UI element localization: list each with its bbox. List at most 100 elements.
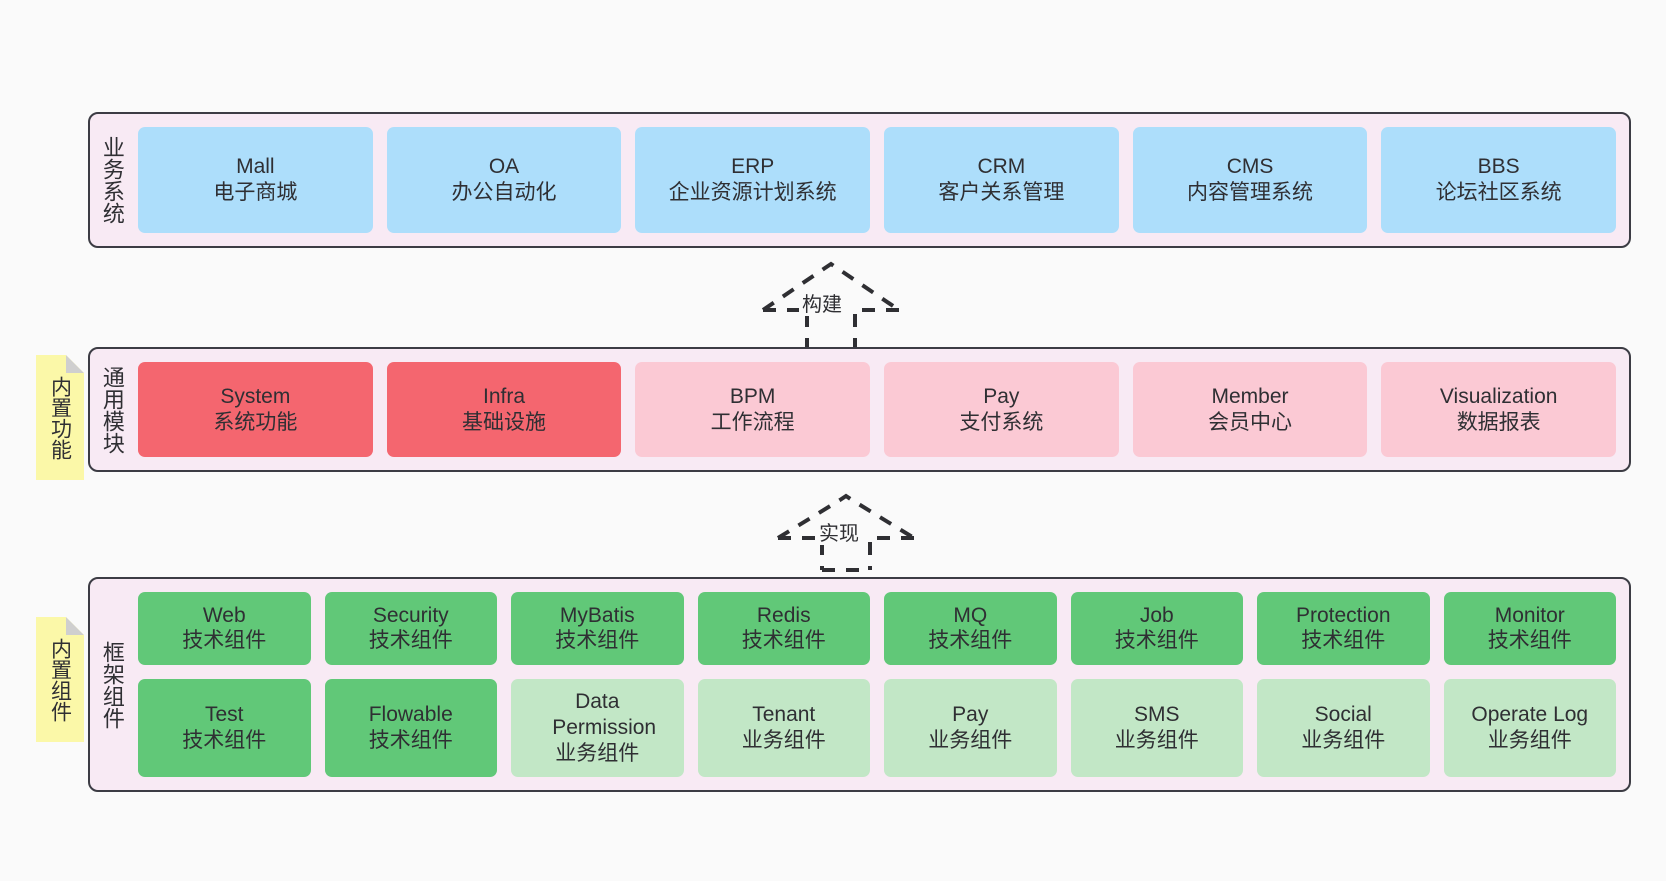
module-card-system[interactable]: System 系统功能 bbox=[138, 362, 373, 457]
module-subtitle: 客户关系管理 bbox=[938, 181, 1065, 204]
note-fold-corner-icon bbox=[66, 355, 84, 373]
component-card-security[interactable]: Security 技术组件 bbox=[324, 592, 497, 665]
layer-label-common-module: 通用模块 bbox=[99, 365, 125, 454]
layer-body-business-system: Mall 电子商城 OA 办公自动化 ERP 企业资源计划系统 CRM 客户关系… bbox=[134, 114, 1629, 246]
component-name: Tenant bbox=[752, 703, 816, 727]
module-name: Pay bbox=[983, 384, 1020, 408]
component-card-data-permission[interactable]: Data Permission 业务组件 bbox=[511, 678, 684, 778]
module-subtitle: 支付系统 bbox=[959, 410, 1044, 434]
component-name: Monitor bbox=[1494, 603, 1565, 627]
layer-row: Mall 电子商城 OA 办公自动化 ERP 企业资源计划系统 CRM 客户关系… bbox=[138, 127, 1617, 233]
module-subtitle: 办公自动化 bbox=[451, 181, 557, 204]
module-name: OA bbox=[488, 155, 520, 179]
component-name: Security bbox=[372, 603, 449, 627]
component-subtitle: 技术组件 bbox=[555, 629, 640, 653]
layer-framework-component: 框架组件 Web 技术组件 Security 技术组件 MyBatis 技术组件… bbox=[88, 577, 1631, 792]
layer-row: Web 技术组件 Security 技术组件 MyBatis 技术组件 Redi… bbox=[138, 592, 1616, 665]
layer-label-business-system: 业务系统 bbox=[99, 136, 125, 224]
component-name: Test bbox=[204, 703, 244, 727]
module-name: System bbox=[220, 384, 291, 408]
component-card-web[interactable]: Web 技术组件 bbox=[138, 592, 311, 665]
module-subtitle: 工作流程 bbox=[710, 410, 795, 434]
module-subtitle: 内容管理系统 bbox=[1187, 181, 1314, 204]
connector-build: 构建 bbox=[755, 258, 915, 354]
layer-body-framework-component: Web 技术组件 Security 技术组件 MyBatis 技术组件 Redi… bbox=[134, 579, 1629, 790]
module-card-pay[interactable]: Pay 支付系统 bbox=[884, 362, 1119, 457]
component-name: Operate Log bbox=[1471, 703, 1589, 727]
module-card-bpm[interactable]: BPM 工作流程 bbox=[635, 362, 871, 457]
module-card-infra[interactable]: Infra 基础设施 bbox=[386, 362, 622, 457]
module-subtitle: 电子商城 bbox=[213, 181, 298, 204]
component-subtitle: 业务组件 bbox=[928, 728, 1013, 752]
component-name: MQ bbox=[953, 603, 988, 627]
note-fold-corner-icon bbox=[66, 617, 84, 635]
component-subtitle: 业务组件 bbox=[1301, 728, 1386, 752]
component-card-mybatis[interactable]: MyBatis 技术组件 bbox=[511, 592, 684, 665]
module-name: CRM bbox=[977, 155, 1026, 179]
module-name: BPM bbox=[729, 384, 776, 408]
module-name: BBS bbox=[1477, 155, 1520, 179]
note-builtin-component: 内置组件 bbox=[36, 617, 84, 742]
connector-implement: 实现 bbox=[770, 490, 930, 572]
layer-body-common-module: System 系统功能 Infra 基础设施 BPM 工作流程 Pay 支付系统… bbox=[134, 349, 1629, 470]
component-name: Data Permission bbox=[552, 690, 657, 740]
component-subtitle: 技术组件 bbox=[368, 728, 453, 752]
module-card-bbs[interactable]: BBS 论坛社区系统 bbox=[1381, 127, 1617, 233]
component-subtitle: 业务组件 bbox=[1114, 728, 1199, 752]
component-card-sms[interactable]: SMS 业务组件 bbox=[1070, 678, 1243, 778]
dashed-hollow-arrow-up-icon bbox=[776, 493, 916, 572]
note-label: 内置组件 bbox=[48, 637, 72, 722]
component-name: MyBatis bbox=[559, 603, 635, 627]
module-name: Visualization bbox=[1439, 384, 1558, 408]
component-card-redis[interactable]: Redis 技术组件 bbox=[697, 592, 870, 665]
module-subtitle: 会员中心 bbox=[1208, 410, 1293, 434]
module-card-member[interactable]: Member 会员中心 bbox=[1132, 362, 1368, 457]
note-builtin-function: 内置功能 bbox=[36, 355, 84, 480]
component-subtitle: 技术组件 bbox=[182, 629, 267, 653]
layer-label-framework-component: 框架组件 bbox=[99, 640, 125, 729]
module-card-cms[interactable]: CMS 内容管理系统 bbox=[1132, 127, 1368, 233]
module-subtitle: 系统功能 bbox=[213, 410, 298, 434]
component-subtitle: 技术组件 bbox=[368, 629, 453, 653]
component-subtitle: 技术组件 bbox=[928, 629, 1013, 653]
module-name: Member bbox=[1211, 384, 1289, 408]
module-card-crm[interactable]: CRM 客户关系管理 bbox=[884, 127, 1119, 233]
component-card-test[interactable]: Test 技术组件 bbox=[138, 678, 311, 778]
component-card-job[interactable]: Job 技术组件 bbox=[1070, 592, 1243, 665]
module-name: CMS bbox=[1226, 155, 1274, 179]
component-subtitle: 业务组件 bbox=[555, 741, 640, 765]
component-subtitle: 业务组件 bbox=[1487, 728, 1572, 752]
component-subtitle: 技术组件 bbox=[1301, 629, 1386, 653]
module-name: ERP bbox=[731, 155, 775, 179]
layer-row: Test 技术组件 Flowable 技术组件 Data Permission … bbox=[138, 678, 1616, 778]
module-card-visualization[interactable]: Visualization 数据报表 bbox=[1381, 362, 1617, 457]
module-card-erp[interactable]: ERP 企业资源计划系统 bbox=[635, 127, 871, 233]
note-label: 内置功能 bbox=[48, 375, 72, 460]
connector-implement-label: 实现 bbox=[816, 523, 862, 545]
component-name: Web bbox=[202, 603, 246, 627]
module-card-oa[interactable]: OA 办公自动化 bbox=[386, 127, 622, 233]
component-subtitle: 技术组件 bbox=[1487, 629, 1572, 653]
component-name: SMS bbox=[1133, 703, 1180, 727]
module-subtitle: 基础设施 bbox=[462, 410, 546, 434]
module-subtitle: 企业资源计划系统 bbox=[668, 181, 837, 204]
component-card-mq[interactable]: MQ 技术组件 bbox=[884, 592, 1057, 665]
component-card-flowable[interactable]: Flowable 技术组件 bbox=[324, 678, 497, 778]
module-subtitle: 数据报表 bbox=[1456, 410, 1541, 434]
component-card-social[interactable]: Social 业务组件 bbox=[1257, 678, 1430, 778]
module-name: Infra bbox=[482, 384, 526, 408]
component-card-operate-log[interactable]: Operate Log 业务组件 bbox=[1443, 678, 1616, 778]
component-name: Job bbox=[1139, 603, 1174, 627]
component-card-monitor[interactable]: Monitor 技术组件 bbox=[1443, 592, 1616, 665]
component-card-protection[interactable]: Protection 技术组件 bbox=[1257, 592, 1430, 665]
component-subtitle: 技术组件 bbox=[182, 728, 267, 752]
component-card-tenant[interactable]: Tenant 业务组件 bbox=[697, 678, 870, 778]
connector-build-label: 构建 bbox=[799, 294, 845, 316]
module-card-mall[interactable]: Mall 电子商城 bbox=[138, 127, 373, 233]
component-name: Social bbox=[1314, 703, 1372, 727]
component-name: Flowable bbox=[368, 703, 453, 727]
layer-business-system: 业务系统 Mall 电子商城 OA 办公自动化 ERP 企业资源计划系统 CRM… bbox=[88, 112, 1631, 248]
component-subtitle: 业务组件 bbox=[741, 728, 826, 752]
component-name: Redis bbox=[756, 603, 811, 627]
component-card-pay[interactable]: Pay 业务组件 bbox=[884, 678, 1057, 778]
